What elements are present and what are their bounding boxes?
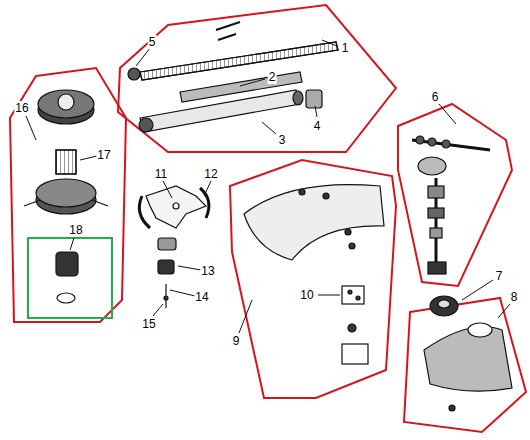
callout-number: 17 (96, 148, 111, 162)
callout-number: 16 (14, 101, 29, 115)
leader-lines (26, 40, 510, 333)
shaft-parts (128, 22, 338, 132)
callout-number: 9 (232, 334, 241, 348)
callout-number: 3 (278, 133, 287, 147)
washer (430, 296, 458, 316)
small-guard (424, 323, 512, 411)
group-outline (118, 5, 396, 152)
callout-number: 8 (510, 290, 519, 304)
callout-number: 13 (200, 264, 215, 278)
callout-number: 15 (141, 317, 156, 331)
callout-number: 18 (68, 223, 83, 237)
callout-number: 14 (194, 290, 209, 304)
callout-number: 6 (431, 90, 440, 104)
callout-number: 5 (148, 35, 157, 49)
gearbox (412, 136, 490, 274)
blade-parts (139, 186, 209, 308)
callout-number: 4 (313, 119, 322, 133)
callout-number: 12 (203, 167, 218, 181)
callout-number: 10 (299, 288, 314, 302)
guard (244, 185, 384, 364)
trimmer-head (24, 90, 108, 303)
group-outline-green (28, 238, 112, 318)
group-outline (398, 104, 512, 286)
callout-number: 2 (268, 70, 277, 84)
group-outlines (10, 5, 526, 432)
callout-number: 1 (341, 41, 350, 55)
callout-number: 7 (495, 269, 504, 283)
callout-number: 11 (154, 167, 168, 181)
group-outline (230, 160, 396, 398)
group-outline (404, 298, 526, 432)
group-outline (10, 68, 126, 322)
